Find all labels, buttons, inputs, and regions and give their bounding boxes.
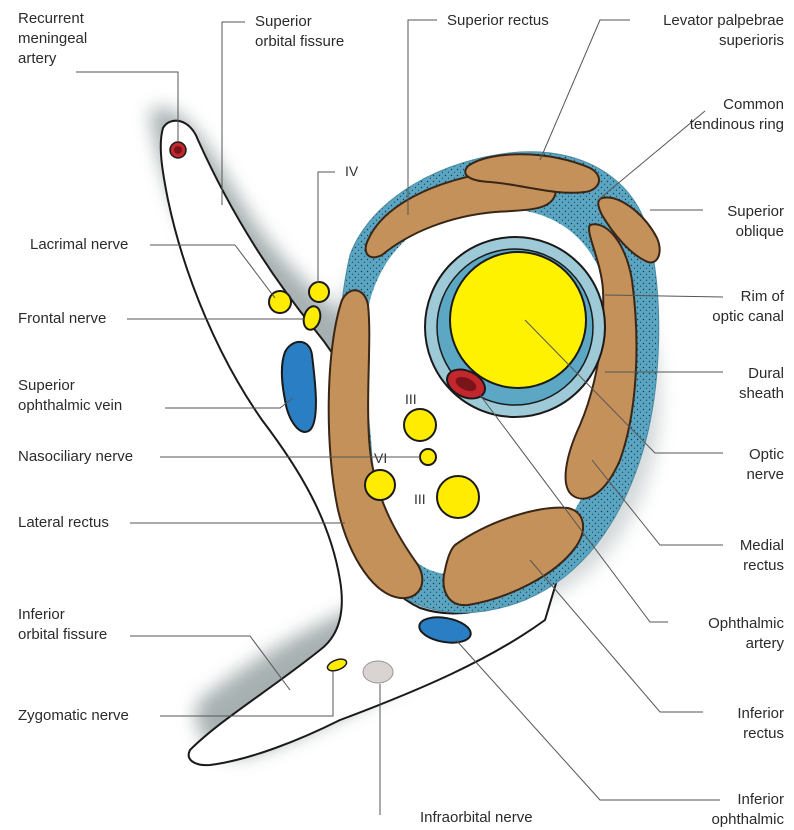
roman-iv: IV: [345, 163, 359, 179]
label-nasociliary-nerve: Nasociliary nerve: [18, 447, 133, 467]
label-common-tendinous-ring: Common tendinous ring: [690, 95, 784, 135]
label-line: Dural: [739, 364, 784, 384]
label-line: ophthalmic vein: [18, 396, 122, 416]
label-line: Lateral rectus: [18, 513, 109, 533]
label-zygomatic-nerve: Zygomatic nerve: [18, 706, 129, 726]
label-recurrent-meningeal-artery: Recurrent meningeal artery: [18, 9, 87, 69]
label-line: Inferior: [711, 790, 784, 810]
label-line: tendinous ring: [690, 115, 784, 135]
optic-nerve: [450, 252, 586, 388]
label-superior-orbital-fissure: Superior orbital fissure: [255, 12, 344, 52]
label-lateral-rectus: Lateral rectus: [18, 513, 109, 533]
label-line: optic canal: [712, 307, 784, 327]
label-line: Superior: [255, 12, 344, 32]
label-line: Zygomatic nerve: [18, 706, 129, 726]
label-line: oblique: [727, 222, 784, 242]
label-superior-rectus: Superior rectus: [447, 11, 549, 31]
label-line: orbital fissure: [18, 625, 107, 645]
label-superior-oblique: Superior oblique: [727, 202, 784, 242]
abducens-nerve-vi: [365, 470, 395, 500]
label-lacrimal-nerve: Lacrimal nerve: [30, 235, 128, 255]
label-medial-rectus: Medial rectus: [740, 536, 784, 576]
label-line: Nasociliary nerve: [18, 447, 133, 467]
label-line: artery: [18, 49, 87, 69]
label-line: rectus: [737, 724, 784, 744]
label-line: Inferior: [18, 605, 107, 625]
roman-vi: VI: [374, 450, 387, 466]
label-line: orbital fissure: [255, 32, 344, 52]
label-line: nerve: [746, 465, 784, 485]
label-line: meningeal: [18, 29, 87, 49]
label-line: Superior: [18, 376, 122, 396]
label-ophthalmic-artery: Ophthalmic artery: [708, 614, 784, 654]
label-rim-of-optic-canal: Rim of optic canal: [712, 287, 784, 327]
label-line: sheath: [739, 384, 784, 404]
label-line: Recurrent: [18, 9, 87, 29]
label-line: Levator palpebrae: [663, 11, 784, 31]
infraorbital-nerve: [363, 661, 393, 683]
label-line: Lacrimal nerve: [30, 235, 128, 255]
label-inferior-ophthalmic: Inferior ophthalmic: [711, 790, 784, 830]
label-dural-sheath: Dural sheath: [739, 364, 784, 404]
label-line: artery: [708, 634, 784, 654]
label-line: Rim of: [712, 287, 784, 307]
label-levator-palpebrae-superioris: Levator palpebrae superioris: [663, 11, 784, 51]
roman-iii-lower: III: [414, 491, 426, 507]
label-line: Superior rectus: [447, 11, 549, 31]
label-infraorbital-partial: Infraorbital nerve: [420, 808, 533, 828]
oculomotor-inferior-division: [437, 476, 479, 518]
label-line: rectus: [740, 556, 784, 576]
label-frontal-nerve: Frontal nerve: [18, 309, 106, 329]
label-line: Common: [690, 95, 784, 115]
label-optic-nerve: Optic nerve: [746, 445, 784, 485]
label-line: Ophthalmic: [708, 614, 784, 634]
oculomotor-superior-division: [404, 409, 436, 441]
trochlear-nerve-iv: [309, 282, 329, 302]
label-line: superioris: [663, 31, 784, 51]
label-line: Frontal nerve: [18, 309, 106, 329]
roman-iii-upper: III: [405, 391, 417, 407]
label-inferior-rectus: Inferior rectus: [737, 704, 784, 744]
label-line: Infraorbital nerve: [420, 808, 533, 828]
label-line: ophthalmic: [711, 810, 784, 830]
nasociliary-nerve: [420, 449, 436, 465]
label-line: Superior: [727, 202, 784, 222]
label-line: Optic: [746, 445, 784, 465]
label-line: Inferior: [737, 704, 784, 724]
label-inferior-orbital-fissure: Inferior orbital fissure: [18, 605, 107, 645]
label-line: Medial: [740, 536, 784, 556]
label-superior-ophthalmic-vein: Superior ophthalmic vein: [18, 376, 122, 416]
